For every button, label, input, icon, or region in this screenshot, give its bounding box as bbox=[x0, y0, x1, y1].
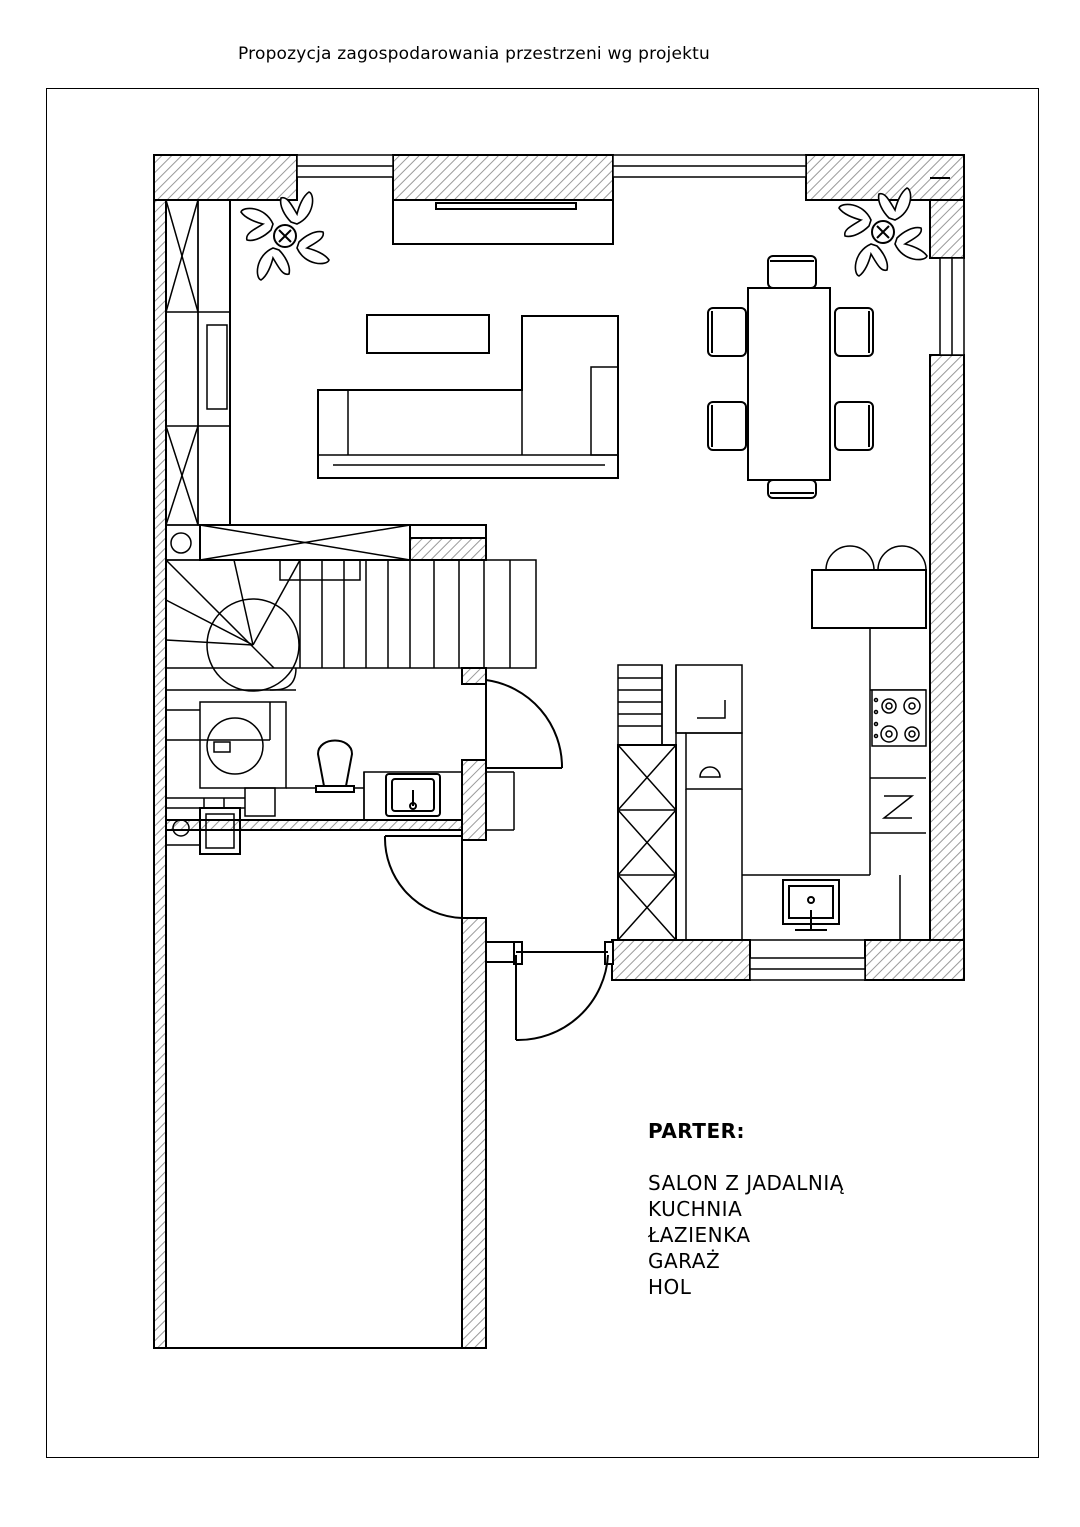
legend-room-kitchen: KUCHNIA bbox=[648, 1197, 743, 1221]
sink-icon bbox=[385, 773, 441, 817]
windows bbox=[296, 154, 965, 981]
legend-room-hall: HOL bbox=[648, 1275, 692, 1299]
legend-room-living-dining: SALON Z JADALNIĄ bbox=[648, 1171, 844, 1195]
legend-room-bathroom: ŁAZIENKA bbox=[648, 1223, 751, 1247]
dining-table bbox=[747, 287, 831, 481]
page-title: Propozycja zagospodarowania przestrzeni … bbox=[238, 44, 711, 64]
plant-icon bbox=[838, 187, 928, 277]
coffee-table bbox=[366, 314, 490, 354]
corner-sofa bbox=[317, 315, 619, 479]
dining-chairs bbox=[707, 255, 874, 499]
legend-room-garage: GARAŻ bbox=[648, 1249, 721, 1273]
plant-icon bbox=[240, 191, 330, 281]
wardrobe-left bbox=[165, 199, 231, 526]
staircase bbox=[165, 524, 537, 711]
stove-icon bbox=[871, 689, 927, 747]
tv-cabinet bbox=[392, 199, 614, 245]
sink-icon bbox=[782, 879, 840, 931]
hall-doors bbox=[383, 667, 614, 1042]
toilet-icon bbox=[315, 739, 355, 793]
drawing-frame bbox=[46, 88, 1039, 1458]
room-legend: PARTER: SALON Z JADALNIĄ KUCHNIA ŁAZIENK… bbox=[648, 1118, 844, 1300]
legend-heading: PARTER: bbox=[648, 1119, 746, 1143]
